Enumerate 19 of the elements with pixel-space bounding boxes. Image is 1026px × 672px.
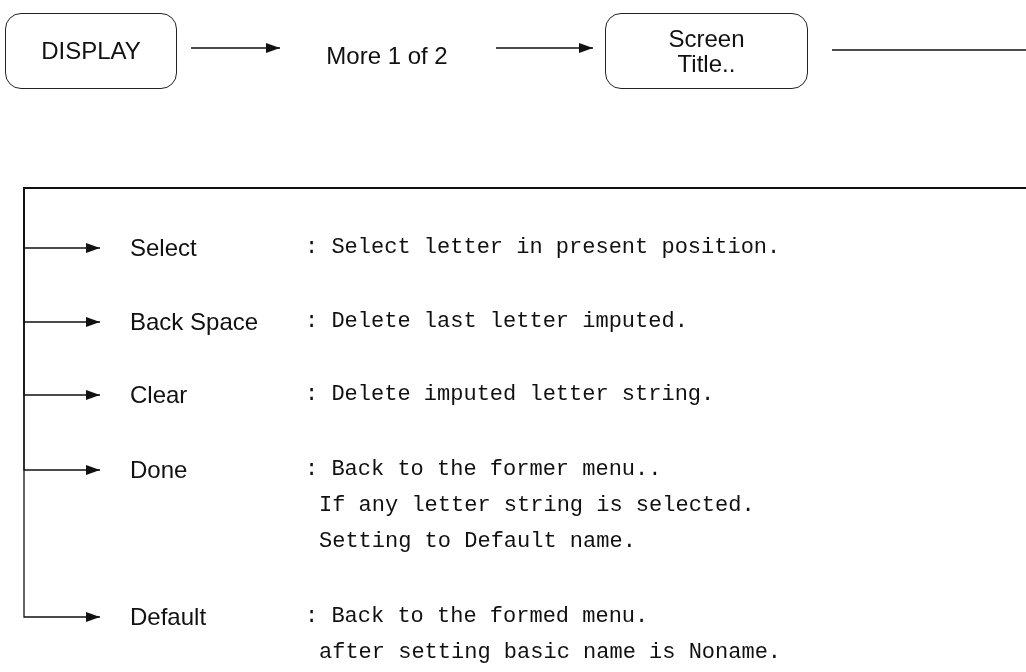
option-description: : Delete imputed letter string.	[305, 381, 715, 409]
menu-option-name: Back Space	[130, 307, 259, 337]
menu-option-name: Select	[130, 233, 197, 263]
option-description: : Back to the formed menu.	[305, 603, 649, 631]
option-description: : Select letter in present position.	[305, 234, 781, 262]
menu-option-name: Clear	[130, 380, 188, 410]
menu-option-name: Default	[130, 602, 207, 632]
menu-option-name: Done	[130, 455, 188, 485]
option-description: If any letter string is selected.	[318, 492, 755, 520]
menu-page-text: More 1 of 2	[292, 36, 482, 76]
connector-line	[831, 49, 1026, 51]
arrow	[190, 43, 281, 53]
option-description: : Back to the former menu..	[305, 456, 662, 484]
option-description: Setting to Default name.	[318, 528, 636, 556]
option-description: after setting basic name is Noname.	[318, 639, 782, 667]
arrow	[495, 43, 594, 53]
menu-key-box: Screen Title..	[605, 13, 808, 89]
menu-key-box: DISPLAY	[5, 13, 177, 89]
option-description: : Delete last letter imputed.	[305, 308, 688, 336]
